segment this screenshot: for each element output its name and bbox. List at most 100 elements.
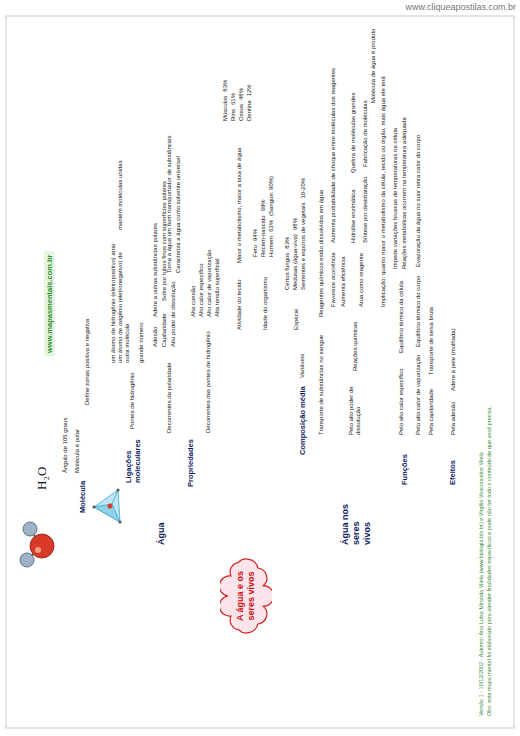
topic-text: Espécie	[293, 309, 299, 330]
topic-text: Aumenta eficiência	[340, 256, 346, 307]
topic-node: Recém-nascido 69%	[260, 198, 267, 258]
topic-text: Torna a água um bom transportador de sub…	[166, 136, 172, 273]
topic-text: Medusas (água-viva)	[292, 234, 298, 290]
topic-text: 94%	[252, 229, 258, 241]
topic-node: Homem63%(Sangue: 90%)	[268, 175, 275, 258]
topic-node: Pontes de hidrogênio	[129, 371, 136, 430]
topic-text: Pelo alto calor específico	[398, 368, 404, 435]
topic-text: (Sangue: 90%)	[268, 176, 274, 216]
topic-text: 10-20%	[300, 178, 306, 199]
topic-node: Espécie	[293, 308, 300, 331]
note-label: Obs: este mapa mental foi elaborado para…	[486, 406, 492, 716]
topic-node: Implicação: quanto maior o metabolismo d…	[380, 75, 387, 308]
topic-text: Quebra de moléculas grandes	[350, 93, 356, 173]
topic-text: 69%	[260, 199, 266, 211]
topic-text: Pela capilaridade	[428, 389, 434, 435]
topic-text: Feto	[252, 245, 258, 257]
topic-text: Impede variações bruscas de temperaturas…	[392, 128, 398, 269]
topic-node: Pelo alto poder de dissolução	[348, 378, 362, 436]
topic-node: Fabricação de moléculas	[362, 99, 369, 168]
topic-text: Implicação: quanto maior o metabolismo d…	[380, 76, 386, 307]
note-label: Versão 1 - 10/12/2002 - Autores: Ana Lui…	[478, 452, 484, 716]
topic-text: 61%	[230, 93, 236, 105]
water-molecule	[20, 522, 54, 567]
topic-node: Quebra de moléculas grandes	[350, 92, 357, 174]
topic-node: Atua como reagente	[358, 252, 365, 308]
topic-text: Evaporação da água no suor retira calor …	[415, 135, 421, 267]
topic-text: Funções	[400, 454, 409, 485]
topic-text: Dentina	[246, 100, 252, 121]
topic-node: um átomo de hidrogênio (eletropositivo) …	[110, 240, 131, 364]
topic-text: Adesão	[152, 327, 158, 347]
topic-node: Rins 61%	[230, 92, 237, 122]
topic-node: Adere à pele (molhada)	[450, 327, 457, 392]
topic-text: Hidrólise enzimática	[350, 189, 356, 243]
topic-text: Molécula é polar	[74, 429, 80, 473]
topic-text: Composição média	[298, 386, 307, 455]
topic-node: grande número	[138, 321, 145, 364]
topic-text: 12%	[246, 84, 252, 96]
topic-text: Atua como reagente	[358, 253, 364, 307]
topic-text: Recém-nascido	[260, 215, 266, 257]
topic-node: Funções	[400, 453, 409, 486]
topic-node: Molécula	[78, 480, 87, 514]
topic-text: Pela adesão	[450, 402, 456, 435]
topic-text: mantém moléculas unidas	[117, 160, 123, 230]
topic-text: A água e os seres vivos	[235, 567, 257, 625]
topic-node: Dentina 12%	[246, 83, 253, 122]
topic-text: Idade do organismo	[262, 277, 268, 330]
topic-node: Caracteriza a água como solvente univers…	[175, 155, 182, 274]
topic-node: Reações químicas	[352, 321, 359, 372]
topic-node: Adere a outras substâncias polares	[152, 222, 159, 318]
topic-text: Favorece ocorrência	[330, 252, 336, 307]
topic-text: Adere a outras substâncias polares	[152, 223, 158, 317]
topic-text: Equilíbrio térmico do corpo	[415, 276, 421, 347]
topic-text: Água nos seres vivos	[340, 504, 372, 545]
topic-node: Água nos seres vivos	[340, 496, 373, 546]
topic-node: Decorrentes das pontes de hidrogênio	[205, 330, 212, 434]
topic-node: Ossos48%	[238, 87, 245, 122]
topic-node: Ligações moleculares	[124, 434, 142, 484]
topic-node: Adesão	[152, 326, 159, 348]
topic-node: Hidrólise enzimática	[350, 188, 357, 244]
topic-text: Atividade do tecido	[236, 279, 242, 330]
topic-node: Atividade do tecido	[236, 278, 243, 331]
topic-text: 63%	[268, 220, 274, 232]
topic-text: Define zonas positiva e negativa	[84, 319, 90, 405]
topic-node: Alta coesão	[190, 285, 197, 318]
topic-node: Define zonas positiva e negativa	[84, 318, 91, 406]
topic-node: Aumenta probabilidade de choque entre mo…	[330, 67, 337, 244]
topic-node: Propriedades	[186, 438, 195, 488]
watermark: www.cliqueapostilas.com.br	[405, 2, 516, 12]
topic-node: Feto 94%	[252, 228, 259, 258]
topic-text: Efeitos	[448, 460, 457, 485]
topic-node: Água	[156, 522, 167, 547]
topic-node: Alta tensão superficial	[214, 257, 221, 318]
topic-text: 48%	[238, 88, 244, 100]
topic-node: Alto poder de dissolução	[170, 280, 177, 348]
topic-text: Capilaridade	[161, 313, 167, 347]
topic-text: Propriedades	[186, 439, 195, 487]
topic-text: Sementes e esporos de vegetais	[300, 203, 306, 290]
note-label: www.mapasmentais.com.br	[44, 251, 55, 356]
topic-text: Reações químicas	[352, 322, 358, 371]
topic-text: 83%	[222, 80, 228, 92]
topic-node: Alto calor de vaporização	[206, 249, 213, 318]
topic-node: Composição média	[298, 385, 307, 456]
topic-text: Músculos	[222, 96, 228, 121]
topic-node: Favorece ocorrência	[330, 251, 337, 308]
topic-node: Pelo alto calor de vaporização	[415, 354, 422, 436]
topic-node: Equilíbrio térmico do corpo	[415, 275, 422, 348]
topic-text: Pelo alto calor de vaporização	[415, 355, 421, 435]
topic-node: Reações metabólicas ocorrem na temperatu…	[401, 116, 408, 270]
topic-text: Rins	[230, 109, 236, 121]
topic-node: Músculos 83%	[222, 79, 229, 122]
topic-node: Impede variações bruscas de temperaturas…	[392, 127, 399, 270]
topic-text: Alto poder de dissolução	[170, 281, 176, 347]
topic-node: Molécula de água é produto	[370, 28, 377, 104]
topic-node: Transporte de substâncias no sangue	[318, 334, 325, 436]
topic-text: Pontes de hidrogênio	[129, 372, 135, 429]
topic-text: Ligações moleculares	[124, 439, 142, 483]
topic-text: Água	[156, 523, 166, 546]
